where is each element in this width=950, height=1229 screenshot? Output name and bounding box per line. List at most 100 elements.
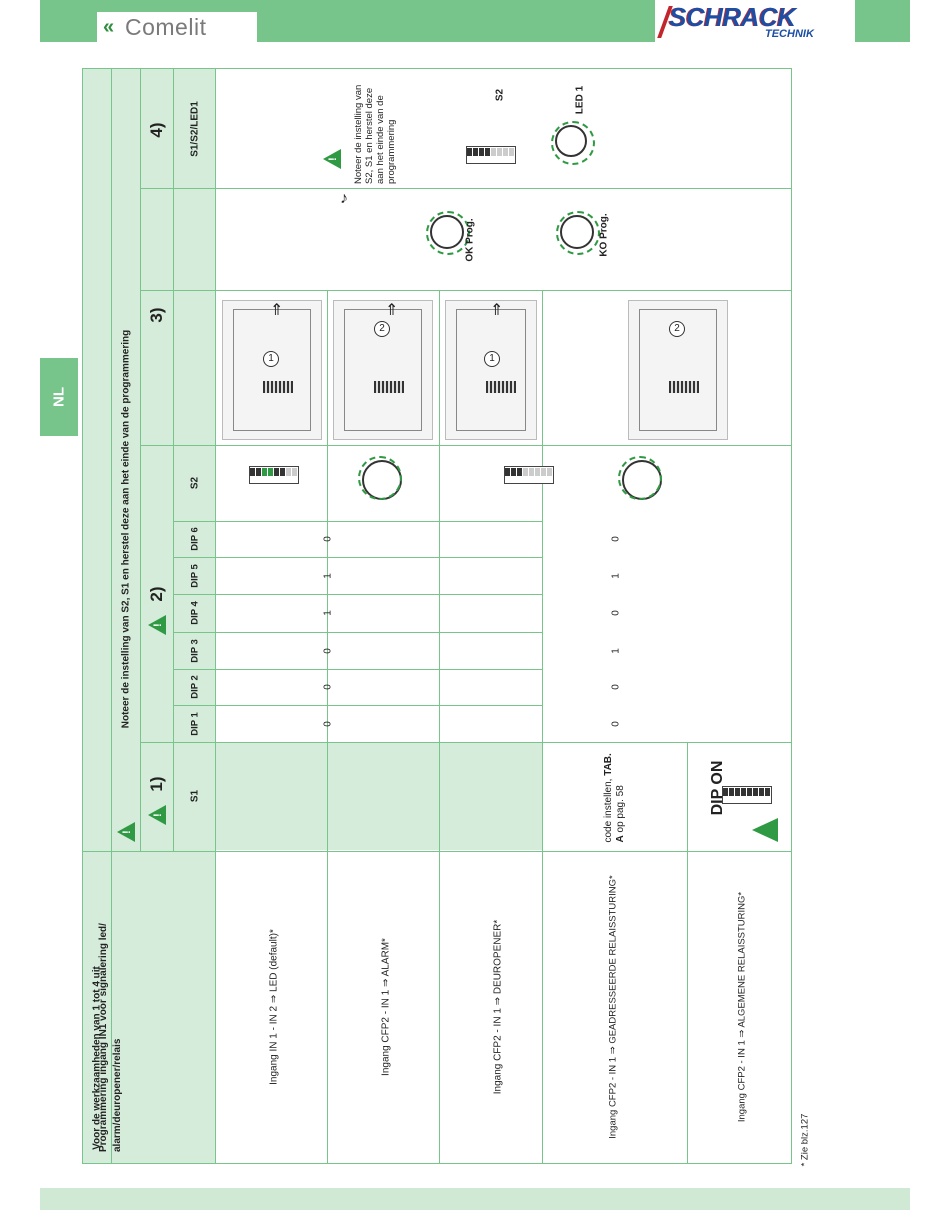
grid-line	[327, 290, 328, 1163]
row-5-label-cell: Ingang CFP2 - IN 1 ⇒ ALGEMENE RELAISSTUR…	[688, 851, 792, 1163]
step-4-led-icon	[551, 121, 595, 165]
comelit-logo-text: Comelit	[125, 14, 207, 40]
dip-on-cell: DIP ON	[700, 750, 780, 845]
row-label: Ingang CFP2 - IN 1 ⇒ ALGEMENE RELAISSTUR…	[736, 891, 748, 1123]
dip-value-cell: 0	[216, 521, 439, 557]
dip-value-cell: 0	[440, 669, 792, 705]
dip-value-cell: 0	[440, 521, 792, 557]
step-4-note-cell: Noteer de instelling van S2, S1 en herst…	[345, 72, 405, 186]
grid-line	[140, 742, 792, 743]
grid-line	[215, 69, 216, 1163]
panel-photo-3: 1	[445, 300, 537, 440]
s2-dip-switch-icon	[249, 466, 299, 484]
header-s2: S2	[174, 445, 215, 521]
dip-value: 0	[322, 647, 333, 654]
footer-bar	[40, 1188, 910, 1210]
step-4-label: 4)	[147, 122, 166, 138]
dip-value: 0	[322, 684, 333, 690]
header-s1: S1	[174, 742, 215, 850]
ko-prog-label: KO Prog.	[598, 213, 610, 257]
grid-line	[439, 290, 440, 1163]
grid-line	[542, 290, 543, 1163]
row-3-label-cell: Ingang CFP2 - IN 1 ⇒ DEUROPENER*	[440, 851, 542, 1163]
step-1-label: 1)	[147, 776, 166, 792]
step-1-cell: 1)	[143, 770, 171, 830]
header-dip-label: DIP 4	[189, 601, 200, 625]
row-1-label-cell: Ingang IN 1 - IN 2 ⇒ LED (default)*	[216, 851, 327, 1163]
ko-led-icon	[556, 211, 600, 255]
grid-line	[173, 705, 542, 706]
dip-value: 1	[322, 572, 333, 579]
header-s1-label: S1	[189, 789, 200, 803]
schrack-logo-sub: TECHNIK	[765, 28, 814, 40]
s1-shaded-cell	[216, 742, 542, 850]
step-column	[141, 69, 215, 851]
sound-icon: ♪	[340, 190, 348, 207]
header-dip-label: DIP 1	[189, 711, 200, 736]
ok-prog-cell: OK Prog.	[400, 195, 480, 285]
dip-value: 0	[610, 720, 622, 727]
header-s4-label: S1/S2/LED1	[189, 100, 200, 157]
grid-line	[687, 742, 688, 1163]
dip-value: 0	[322, 536, 333, 542]
table-frame	[82, 68, 792, 1164]
dip-value: 0	[610, 684, 622, 690]
dip-value-cell: 0	[440, 705, 792, 742]
intro-text: Voor de werkzaamheden van 1 tot 4 uit	[91, 966, 103, 1150]
panel-photo-1: 1	[222, 300, 322, 440]
grid-line	[140, 445, 792, 446]
step-4-note: Noteer de instelling van S2, S1 en herst…	[353, 84, 397, 184]
grid-line	[173, 594, 542, 595]
comelit-logo: « Comelit	[97, 12, 257, 42]
led-blink-icon	[618, 456, 662, 500]
row-label: Ingang IN 1 - IN 2 ⇒ LED (default)*	[268, 929, 280, 1085]
arrow-up-icon: ⇑	[385, 302, 399, 319]
header-s4: S1/S2/LED1	[174, 69, 215, 188]
warning-icon	[148, 615, 166, 635]
led-blink-icon	[358, 456, 402, 500]
dip-value-cell: 1	[216, 557, 439, 594]
ok-led-icon	[426, 211, 470, 255]
grid-line	[173, 521, 542, 522]
header-dip6: DIP 6	[174, 521, 215, 557]
step-4-s2-label: S2	[494, 88, 506, 102]
header-dip5: DIP 5	[174, 557, 215, 594]
arrow-up-icon: ⇑	[490, 302, 504, 319]
dip-value-cell: 1	[216, 594, 439, 632]
warning-icon	[323, 149, 341, 169]
header-dip4: DIP 4	[174, 594, 215, 632]
dip-value: 1	[610, 572, 622, 579]
dip-value: 1	[322, 610, 333, 616]
row-label: Ingang CFP2 - IN 1 ⇒ ALARM*	[380, 938, 392, 1076]
footnote: * Zie blz.127	[799, 1113, 811, 1167]
grid-line	[140, 69, 141, 851]
row-4-label-cell: Ingang CFP2 - IN 1 ⇒ GEADRESSEERDE RELAI…	[543, 851, 687, 1163]
schrack-logo-text: SCHRACK	[669, 2, 796, 32]
s1-code-post: op pag. 58	[615, 785, 626, 833]
footnote-cell: * Zie blz.127	[795, 1100, 815, 1180]
grid-line	[173, 669, 542, 670]
grid-line	[173, 69, 174, 851]
header-dip1: DIP 1	[174, 705, 215, 742]
note-top: Noteer de instelling van S2, S1 en herst…	[120, 329, 132, 729]
header-s2-label: S2	[189, 476, 200, 490]
row-label: Ingang CFP2 - IN 1 ⇒ GEADRESSEERDE RELAI…	[607, 875, 619, 1139]
warning-icon	[117, 822, 135, 842]
step-3-label: 3)	[147, 307, 166, 323]
grid-line	[173, 557, 542, 558]
grid-line	[111, 69, 112, 1163]
header-dip2: DIP 2	[174, 669, 215, 705]
comelit-logo-mark: «	[103, 16, 115, 38]
s1-code-pre: code instellen,	[603, 778, 614, 843]
language-tab-label: NL	[50, 387, 68, 407]
row-label: Ingang CFP2 - IN 1 ⇒ DEUROPENER*	[492, 919, 504, 1095]
arrow-up-icon: ⇑	[270, 302, 284, 319]
dip-value-cell: 0	[216, 669, 439, 705]
language-tab: NL	[40, 358, 78, 436]
step-4-s2-cell: S2	[490, 80, 510, 110]
grid-line	[140, 188, 792, 189]
intro-cell: Voor de werkzaamheden van 1 tot 4 uit	[83, 69, 111, 1150]
dip-value-cell: 0	[216, 705, 439, 742]
ok-prog-label: OK Prog.	[464, 218, 476, 262]
header-dip-label: DIP 5	[189, 563, 200, 588]
